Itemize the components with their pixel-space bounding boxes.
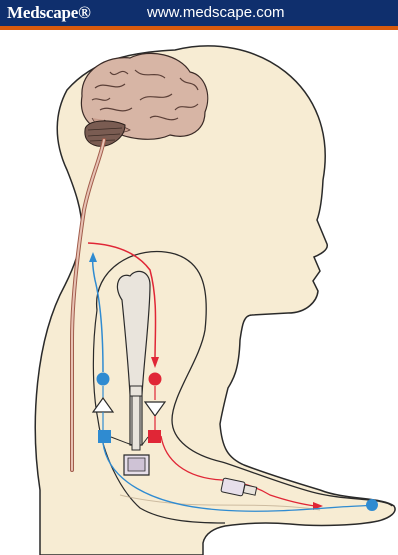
efferent-node-icon	[148, 430, 161, 443]
fingertip-sensor-dot-icon	[366, 499, 378, 511]
site-url[interactable]: www.medscape.com	[147, 5, 285, 21]
header-bar: Medscape® www.medscape.com	[0, 0, 398, 26]
afferent-node-icon	[98, 430, 111, 443]
brand-logo[interactable]: Medscape®	[7, 4, 91, 22]
efferent-sensor-dot-icon	[149, 373, 162, 386]
afferent-sensor-dot-icon	[97, 373, 110, 386]
neuroprosthetic-diagram	[0, 30, 398, 555]
